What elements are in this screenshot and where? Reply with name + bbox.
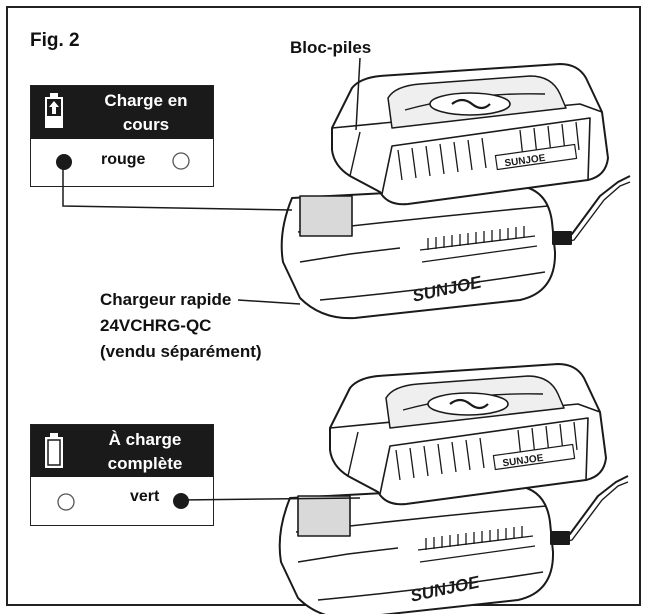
battery-full-icon xyxy=(45,433,63,468)
battery-pack-label: Bloc-piles xyxy=(290,38,372,57)
led-red-indicator-off xyxy=(57,493,75,511)
charger-label-line-1: Chargeur rapide xyxy=(100,290,232,309)
charger-label: Chargeur rapide 24VCHRG-QC (vendu séparé… xyxy=(100,287,300,365)
status-heading-complete: À charge complète xyxy=(31,425,213,477)
led-row-charging xyxy=(56,152,190,170)
battery-leader-line xyxy=(355,57,361,131)
led-red-label: rouge xyxy=(101,151,146,168)
charger-label-line-2: 24VCHRG-QC xyxy=(100,316,212,335)
battery-charging-icon xyxy=(45,93,63,128)
led-row-complete xyxy=(57,493,189,511)
led-green-indicator xyxy=(173,493,189,509)
status-heading-charging: Charge en cours xyxy=(31,86,213,139)
led-green-label: vert xyxy=(130,488,160,505)
green-led-leader-line xyxy=(179,497,361,501)
status-heading-text-charging: Charge en cours xyxy=(104,91,188,134)
figure-title: Fig. 2 xyxy=(30,30,80,51)
led-green-indicator-off xyxy=(172,152,190,170)
status-heading-text-complete: À charge complète xyxy=(107,430,183,473)
charger-label-line-3: (vendu séparément) xyxy=(100,342,262,361)
status-panel-charging: Charge en cours rouge xyxy=(30,85,214,187)
charger-leader-line xyxy=(237,299,301,305)
led-red-indicator xyxy=(56,154,72,170)
red-led-leader-line xyxy=(62,163,293,211)
status-panel-complete: À charge complète vert xyxy=(30,424,214,526)
